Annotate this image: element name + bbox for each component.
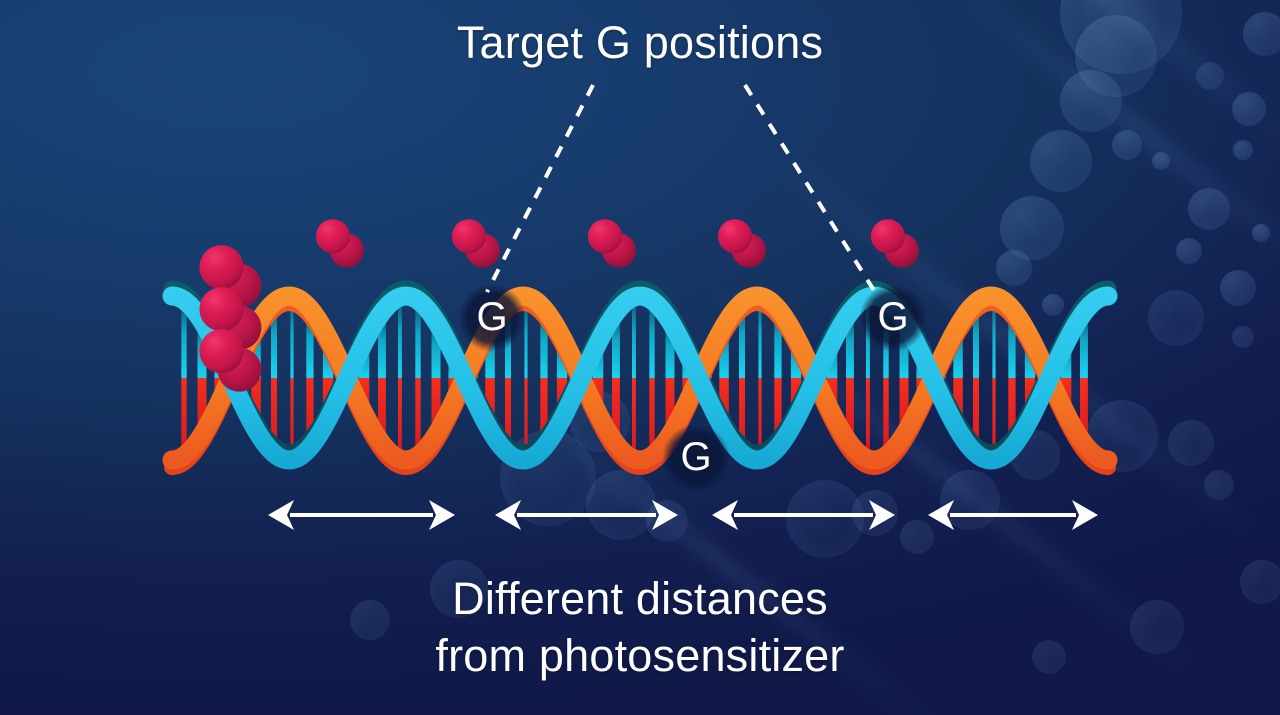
arrow-head-left [268, 500, 294, 530]
caption-line-1: Different distances [452, 573, 828, 624]
page-title: Target G positions [456, 17, 824, 68]
arrow-head-left [712, 500, 738, 530]
g-marker-label: G [877, 295, 908, 339]
arrow-head-right [1072, 500, 1098, 530]
target-g-markers: G G G [458, 284, 927, 492]
dna-backbone-strands [162, 280, 1118, 476]
arrow-head-left [495, 500, 521, 530]
photosensitizer-clusters [199, 219, 919, 392]
g-marker-label: G [680, 435, 711, 479]
g-marker-label: G [476, 295, 507, 339]
dna-strand-cyan [162, 286, 1118, 470]
arrow-head-right [869, 500, 895, 530]
arrow-head-left [928, 500, 954, 530]
arrow-head-right [429, 500, 455, 530]
dna-strand-orange [162, 286, 1118, 470]
caption-line-2: from photosensitizer [435, 630, 845, 682]
arrow-head-right [652, 500, 678, 530]
figure-caption: Different distances from photosensitizer [0, 570, 1280, 684]
leader-lines [485, 83, 877, 294]
distance-arrows [268, 500, 1098, 530]
